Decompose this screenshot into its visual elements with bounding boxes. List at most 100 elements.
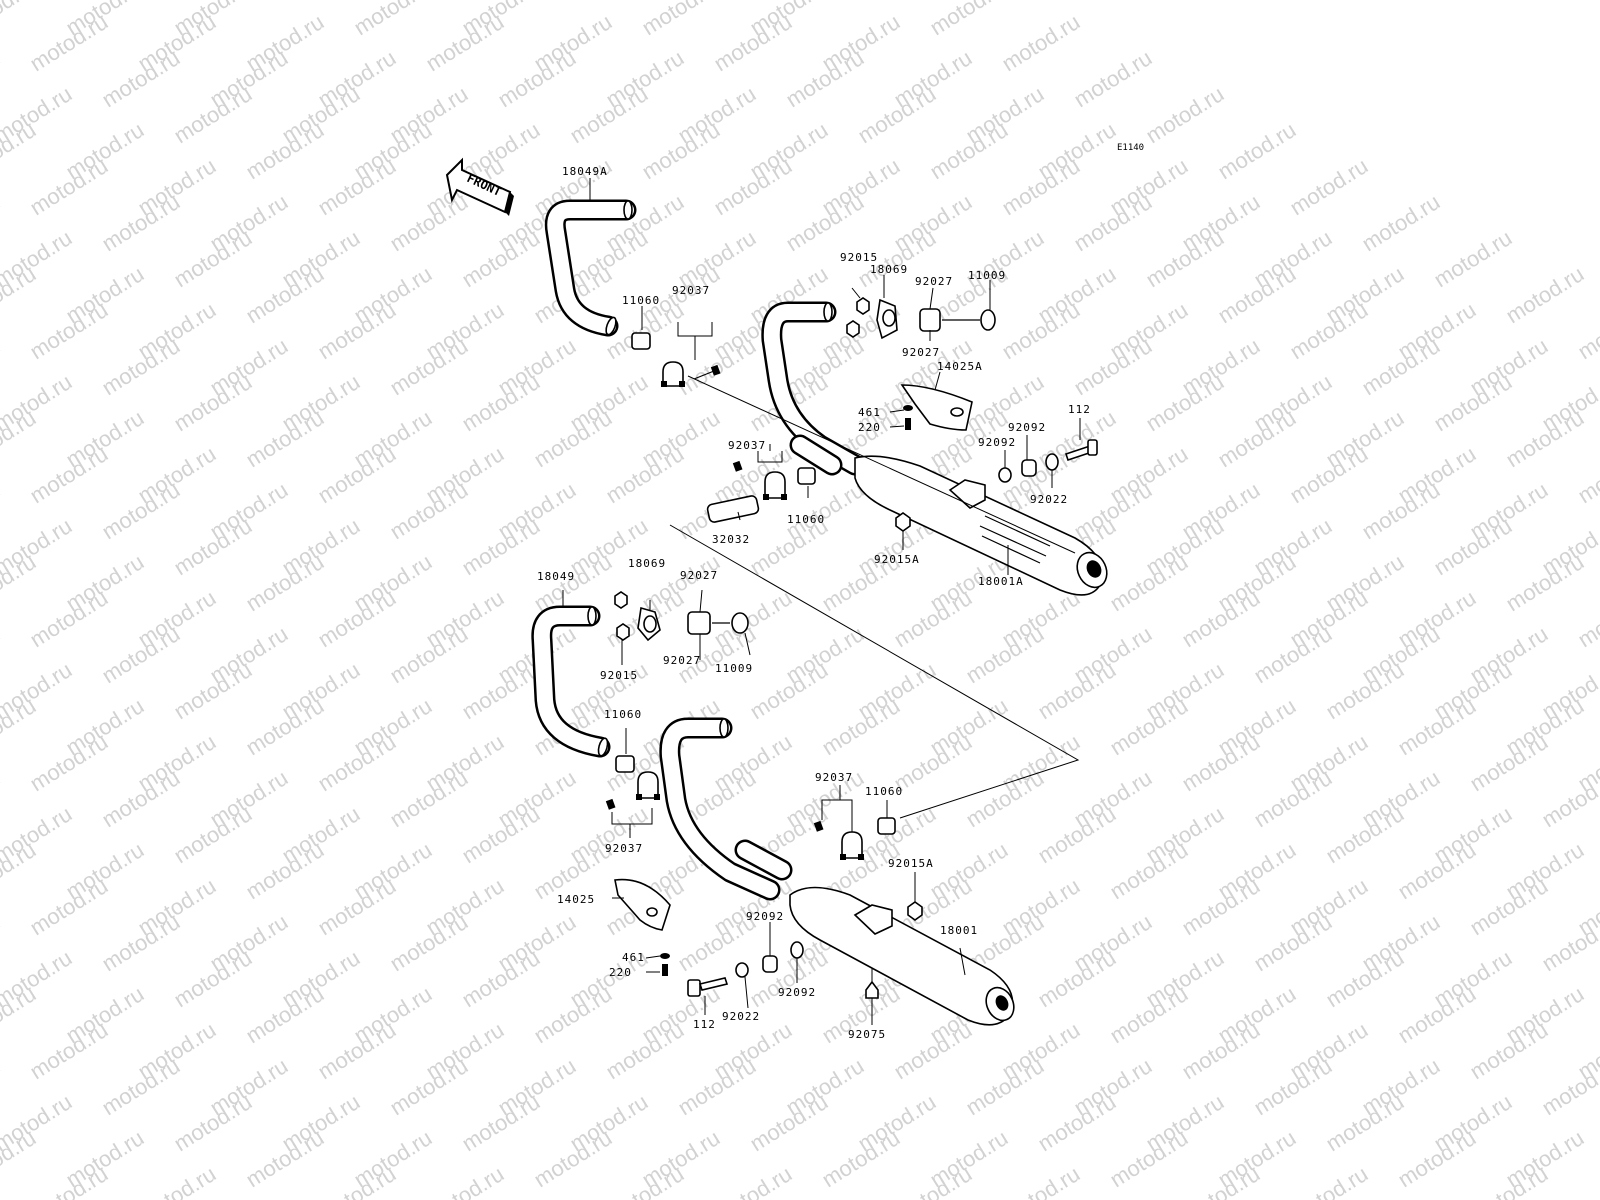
connector-32032 [706, 495, 760, 523]
nut-92015a-lower [907, 901, 923, 921]
label-92092-c: 92092 [746, 910, 784, 923]
bolt-461-220-upper [903, 405, 913, 430]
label-14025a: 14025A [937, 360, 983, 373]
watermark-text: motod.ru [997, 9, 1084, 76]
label-461-a: 461 [858, 406, 881, 419]
label-461-b: 461 [622, 951, 645, 964]
rubber-mount-92075 [865, 980, 879, 999]
watermark-text: motod.ru [1573, 297, 1600, 364]
label-92027-c: 92027 [680, 569, 718, 582]
watermark-text: motod.ru [925, 0, 1012, 40]
leader-lines [562, 178, 1081, 1025]
watermark-text: motod.ru [277, 0, 364, 4]
watermark-text: motod.ru [1573, 585, 1600, 652]
watermark-text: motod.ru [1069, 45, 1156, 112]
label-92015-a: 92015 [840, 251, 878, 264]
header-pipe-18049a [544, 199, 637, 337]
watermark-text: motod.ru [0, 765, 4, 832]
watermark-text: motod.ru [1501, 261, 1588, 328]
label-92037-d: 92037 [815, 771, 853, 784]
watermark-text: motod.ru [1429, 225, 1516, 292]
watermark-text: motod.ru [637, 0, 724, 40]
label-92092-a: 92092 [1008, 421, 1046, 434]
heat-guard-14025a [900, 384, 973, 431]
label-11009-b: 11009 [715, 662, 753, 675]
label-18049: 18049 [537, 570, 575, 583]
label-92015a-a: 92015A [874, 553, 920, 566]
watermark-text: motod.ru [0, 45, 4, 112]
label-92037-a: 92037 [672, 284, 710, 297]
watermark-text: motod.ru [1285, 153, 1372, 220]
label-14025: 14025 [557, 893, 595, 906]
label-112-a: 112 [1068, 403, 1091, 416]
bolt-461-220-lower [660, 953, 670, 976]
watermark-text: motod.ru [1285, 1161, 1372, 1200]
header-pipe-18049a-rear [761, 301, 866, 476]
watermark-text: motod.ru [0, 333, 4, 400]
watermark-text: motod.ru [1573, 1161, 1600, 1200]
diagram-code: E1140 [1117, 143, 1144, 153]
label-92037-b: 92037 [728, 439, 766, 452]
watermark-text: motod.ru [997, 1161, 1084, 1200]
label-11009-a: 11009 [968, 269, 1006, 282]
label-92027-b: 92027 [902, 346, 940, 359]
heat-guard-14025 [614, 878, 671, 931]
muffler-18001 [789, 886, 1015, 1026]
label-11060-a: 11060 [622, 294, 660, 307]
watermark-text: motod.ru [0, 1053, 4, 1120]
label-11060-c: 11060 [604, 708, 642, 721]
collar-11060-middle [797, 467, 816, 485]
nut-92015a-upper [895, 512, 911, 532]
watermark-text: motod.ru [421, 1161, 508, 1200]
watermark-text: motod.ru [133, 1161, 220, 1200]
clamp-92037-upper [661, 361, 721, 387]
label-18049a: 18049A [562, 165, 608, 178]
label-18069-b: 18069 [628, 557, 666, 570]
mount-hardware-upper [998, 439, 1098, 483]
watermark-text: motod.ru [1573, 441, 1600, 508]
label-11060-d: 11060 [865, 785, 903, 798]
label-92027-d: 92027 [663, 654, 701, 667]
label-92075: 92075 [848, 1028, 886, 1041]
label-92022-a: 92022 [1030, 493, 1068, 506]
collar-11060-upper [631, 332, 651, 350]
label-11060-b: 11060 [787, 513, 825, 526]
clamp-92037-lower-left [605, 771, 660, 810]
part-labels: 18049A 11060 92037 92015 18069 92027 110… [537, 165, 1091, 1041]
watermark-text: motod.ru [0, 477, 4, 544]
watermark-text: motod.ru [1141, 81, 1228, 148]
collar-11060-lower-left [615, 755, 635, 773]
collar-11060-lower-right [877, 817, 896, 835]
watermark-text: motod.ru [853, 0, 940, 4]
watermark-text: motod.ru [0, 909, 4, 976]
clamp-92037-middle [732, 460, 787, 500]
label-92022-b: 92022 [722, 1010, 760, 1023]
label-32032: 32032 [712, 533, 750, 546]
watermark-text: motod.ru [0, 621, 4, 688]
label-92027-a: 92027 [915, 275, 953, 288]
label-92015-b: 92015 [600, 669, 638, 682]
watermark-text: motod.ru [565, 0, 652, 4]
mount-hardware-lower [687, 941, 804, 997]
label-92015a-b: 92015A [888, 857, 934, 870]
flange-set-upper [846, 297, 996, 340]
watermark-text: motod.ru [1357, 189, 1444, 256]
label-18001: 18001 [940, 924, 978, 937]
watermark-text: motod.ru [0, 0, 40, 40]
label-18069-a: 18069 [870, 263, 908, 276]
watermark-text: motod.ru [1213, 117, 1300, 184]
label-112-b: 112 [693, 1018, 716, 1031]
label-92092-b: 92092 [978, 436, 1016, 449]
label-220-a: 220 [858, 421, 881, 434]
muffler-18001a [854, 455, 1108, 596]
watermark-text: motod.ru [709, 1161, 796, 1200]
clamp-92037-lower-right [813, 820, 864, 860]
watermark-text: motod.ru [349, 0, 436, 40]
flange-set-lower [614, 591, 749, 642]
header-pipe-18049-rear [659, 717, 793, 901]
label-18001a: 18001A [978, 575, 1024, 588]
label-92037-c: 92037 [605, 842, 643, 855]
header-pipe-18049 [531, 605, 611, 758]
watermark-text: motod.ru [0, 189, 4, 256]
